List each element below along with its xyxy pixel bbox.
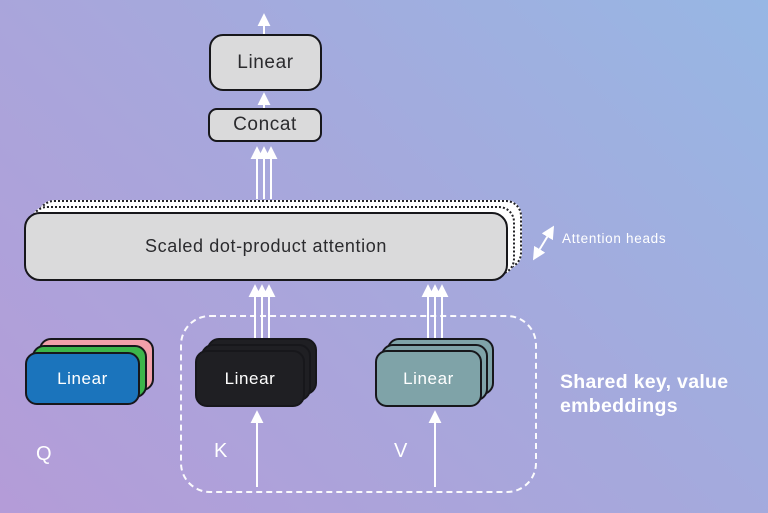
shared-kv-dashed-group	[180, 315, 537, 493]
q-linear-label: Linear	[57, 368, 108, 388]
v-input-label: V	[394, 440, 408, 462]
attention-heads-annotation: Attention heads	[562, 231, 667, 246]
attention-box-label: Scaled dot-product attention	[145, 236, 387, 256]
v-linear-box: Linear	[375, 350, 482, 407]
q-input-label: Q	[36, 443, 53, 465]
q-linear-box: Linear	[25, 352, 140, 405]
output-linear-label: Linear	[237, 51, 294, 73]
attention-heads-double-arrow-icon	[532, 225, 555, 261]
concat-box: Concat	[208, 108, 322, 142]
k-input-label: K	[214, 440, 228, 462]
scaled-dot-product-attention-box: Scaled dot-product attention	[24, 212, 508, 281]
concat-label: Concat	[233, 114, 297, 135]
output-linear-box: Linear	[209, 34, 322, 91]
v-linear-label: Linear	[403, 368, 454, 388]
k-linear-label: Linear	[224, 368, 276, 388]
k-linear-box: Linear	[195, 350, 305, 407]
shared-kv-annotation: Shared key, value embeddings	[560, 371, 729, 417]
